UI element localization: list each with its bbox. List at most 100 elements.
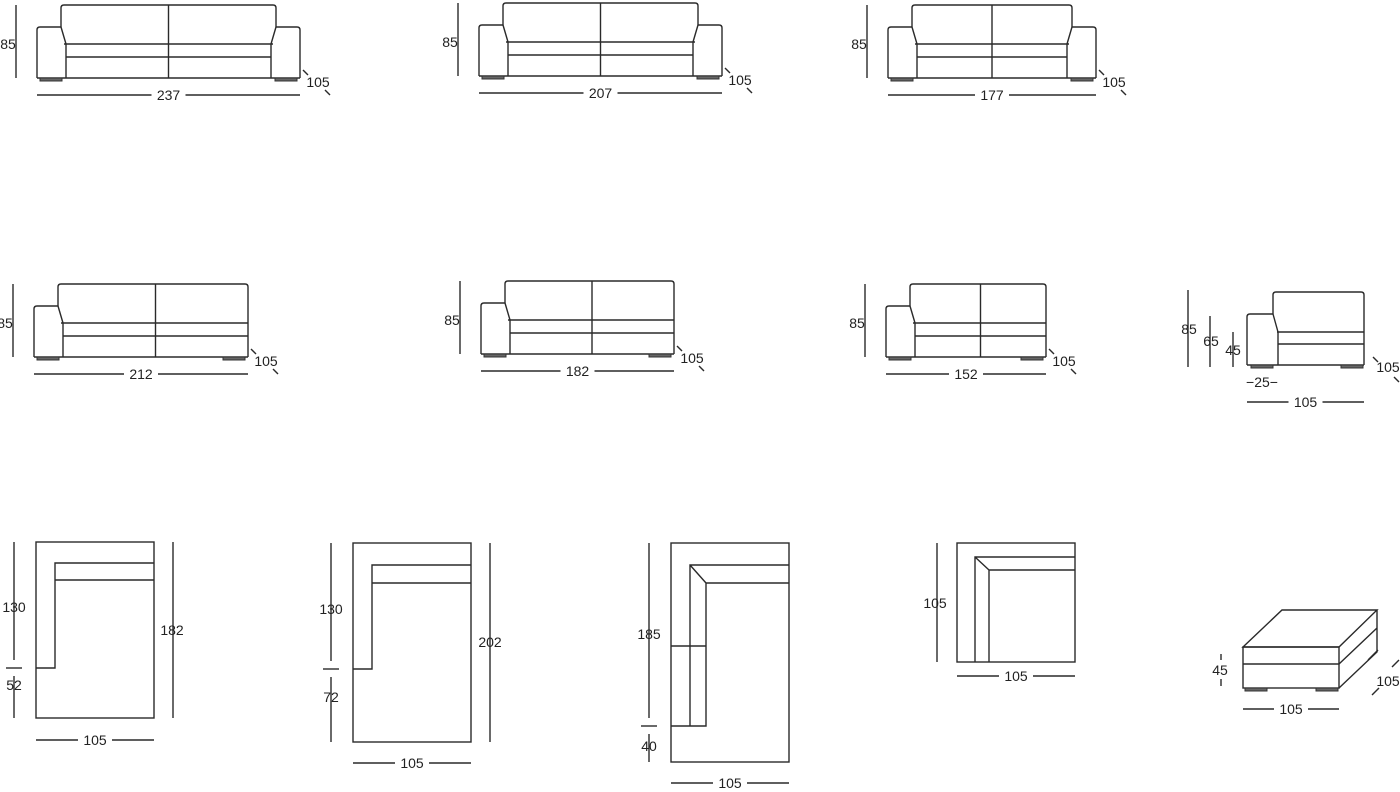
- arm-edge: [57, 305, 64, 324]
- right-arm: [1072, 26, 1097, 78]
- depth-label: 105: [1102, 74, 1126, 90]
- left-arm: [885, 305, 910, 357]
- corner-unit-plan: 105 105: [923, 542, 1076, 684]
- right-arm: [698, 24, 723, 76]
- height-label: 85: [442, 34, 458, 50]
- width-label: 207: [589, 85, 613, 101]
- seat-height-label: 45: [1225, 342, 1241, 358]
- width-label: 105: [1279, 701, 1303, 717]
- depth-tick: [302, 69, 309, 76]
- leg: [36, 356, 60, 361]
- right-arm: [276, 26, 301, 78]
- outline: [352, 542, 472, 743]
- outline: [35, 541, 155, 719]
- arm-edge: [270, 26, 277, 45]
- depth-label: 105: [306, 74, 330, 90]
- backrest-outline: [671, 564, 789, 727]
- depth-tick: [676, 345, 683, 352]
- width-label: 105: [83, 732, 107, 748]
- arm-edge: [1272, 313, 1279, 333]
- depth-tick: [1372, 356, 1379, 363]
- width-label: 177: [980, 87, 1004, 103]
- depth-tick: [1393, 376, 1400, 383]
- width-label: 182: [566, 363, 590, 379]
- depth-label: 105: [1052, 353, 1076, 369]
- arm-edge: [504, 302, 511, 321]
- lower-length-label: 40: [641, 738, 657, 754]
- leg: [483, 353, 507, 358]
- leg: [1244, 687, 1268, 692]
- depth-tick: [1048, 348, 1055, 355]
- left-arm: [480, 302, 505, 354]
- backrest-outline: [353, 564, 471, 670]
- leg: [888, 356, 912, 361]
- arm-edge: [692, 24, 699, 43]
- leg: [39, 77, 63, 82]
- upper-length-label: 185: [637, 626, 661, 642]
- leg: [1340, 364, 1364, 369]
- arm-edge: [60, 26, 67, 45]
- depth-label: 105: [680, 350, 704, 366]
- depth-label: 105: [1376, 359, 1400, 375]
- depth-tick: [1371, 687, 1380, 696]
- arm-width-label: −25−: [1246, 374, 1278, 390]
- width-label: 237: [157, 87, 181, 103]
- arm-edge: [911, 26, 918, 45]
- left-arm: [478, 24, 503, 76]
- back-height-label: 65: [1203, 333, 1219, 349]
- leg: [648, 353, 672, 358]
- length-label: 182: [160, 622, 184, 638]
- height-label: 45: [1212, 662, 1228, 678]
- backrest-outline: [36, 562, 154, 669]
- width-label: 105: [1294, 394, 1318, 410]
- arm-edge: [1066, 26, 1073, 45]
- backrest: [57, 283, 249, 357]
- width-label: 105: [1004, 668, 1028, 684]
- left-arm: [36, 26, 61, 78]
- depth-tick: [1098, 69, 1105, 76]
- leg: [222, 356, 246, 361]
- depth-tick: [746, 87, 753, 94]
- width-label: 105: [400, 755, 424, 771]
- front-face: [1242, 646, 1340, 689]
- upper-length-label: 130: [2, 599, 26, 615]
- left-arm: [33, 305, 58, 357]
- leg: [274, 77, 298, 82]
- leg: [696, 75, 720, 80]
- width-label: 152: [954, 366, 978, 382]
- leg: [1367, 649, 1379, 661]
- height-label: 85: [0, 315, 13, 331]
- depth-tick: [272, 368, 279, 375]
- height-label: 85: [0, 36, 16, 52]
- outline: [670, 542, 790, 763]
- lower-length-label: 72: [323, 689, 339, 705]
- backrest: [1272, 291, 1365, 365]
- depth-tick: [1391, 659, 1400, 668]
- leg: [481, 75, 505, 80]
- height-label: 85: [444, 312, 460, 328]
- leg: [1070, 77, 1094, 82]
- top-face: [1241, 609, 1379, 648]
- leg: [890, 77, 914, 82]
- depth-tick: [324, 89, 331, 96]
- arm-edge: [909, 305, 916, 324]
- arm: [1246, 313, 1273, 365]
- backrest: [909, 283, 1047, 357]
- depth-label: 105: [923, 595, 947, 611]
- depth-tick: [724, 67, 731, 74]
- sofa-front-view-0: 85 237 105: [0, 4, 331, 103]
- depth-tick: [250, 348, 257, 355]
- side-face: [1338, 610, 1378, 689]
- sofa-front-view-4: 85 182 105: [444, 280, 705, 379]
- depth-tick: [698, 365, 705, 372]
